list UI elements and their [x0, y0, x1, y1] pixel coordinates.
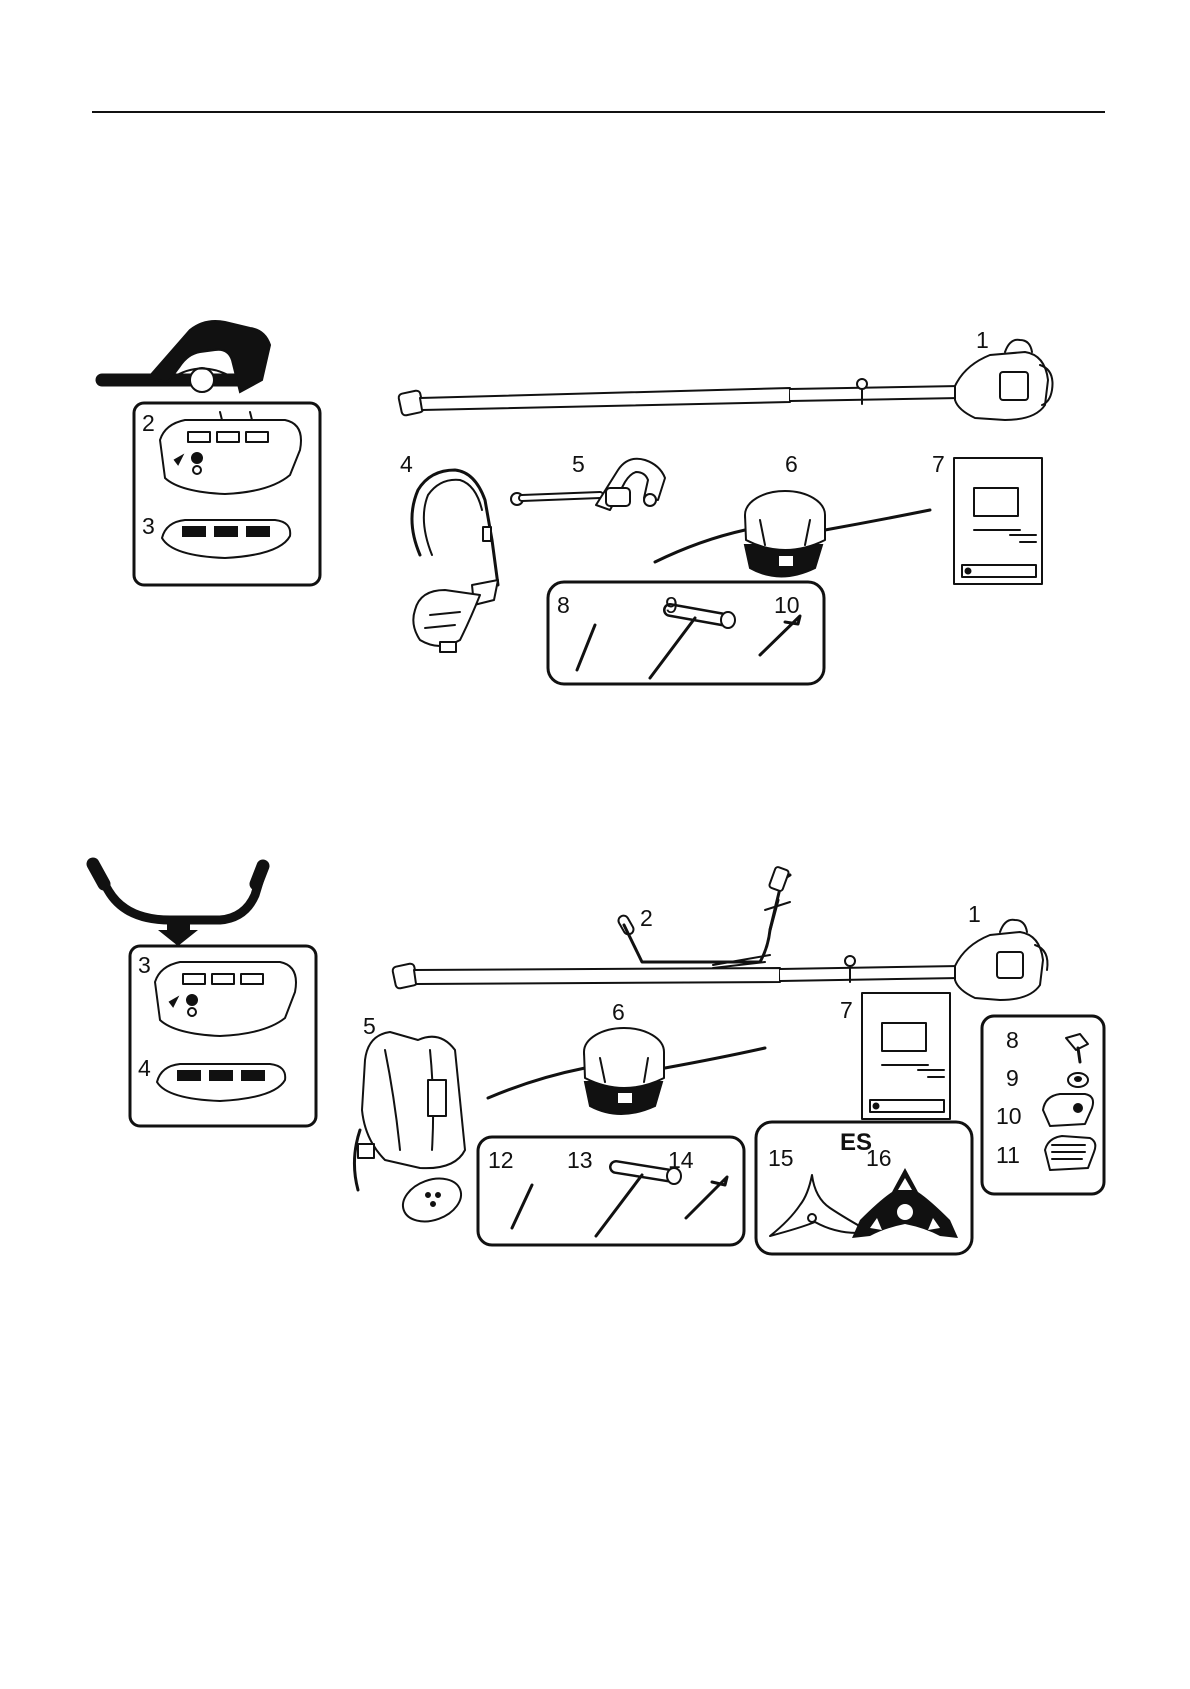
manual-booklet-icon-b — [862, 993, 950, 1119]
callout-a-8: 8 — [557, 592, 570, 618]
callout-a-1: 1 — [976, 327, 989, 353]
callout-b-11: 11 — [996, 1142, 1020, 1168]
callout-a-7: 7 — [932, 451, 945, 477]
callout-b-10: 10 — [996, 1103, 1022, 1129]
holder-icon — [1043, 1094, 1093, 1126]
trimmer-shaft-icon — [398, 340, 1053, 420]
grass-guard-icon — [160, 412, 301, 494]
guard-extension-icon-b — [157, 1064, 285, 1101]
socket-wrench-icon-b — [596, 1167, 681, 1236]
callout-a-2: 2 — [142, 410, 155, 436]
callout-b-15: 15 — [768, 1145, 794, 1171]
callout-b-1: 1 — [968, 901, 981, 927]
loop-handle-icon — [102, 321, 270, 392]
clamp-icon — [1045, 1136, 1095, 1170]
shoulder-strap-icon — [412, 470, 498, 652]
bike-handle-icon — [93, 864, 263, 946]
callout-b-3: 3 — [138, 952, 151, 978]
three-tooth-blade-icon — [770, 1175, 870, 1236]
figure-a: 2 3 1 4 — [102, 321, 1053, 684]
pin-tool-icon — [577, 625, 595, 670]
callout-b-8: 8 — [1006, 1027, 1019, 1053]
callout-b-4: 4 — [138, 1055, 151, 1081]
trimmer-shaft-icon-b — [392, 920, 1048, 1000]
hex-key-icon-b — [686, 1177, 727, 1218]
hex-key-icon — [760, 616, 800, 655]
figure-b: 3 4 2 1 — [93, 864, 1104, 1254]
callout-b-6: 6 — [612, 999, 625, 1025]
loop-handle-part-icon — [511, 459, 665, 510]
callout-a-3: 3 — [142, 513, 155, 539]
callout-b-12: 12 — [488, 1147, 514, 1173]
tools-kit-box-b — [478, 1137, 744, 1245]
callout-a-10: 10 — [774, 592, 800, 618]
washer-icon — [1068, 1073, 1088, 1087]
grass-guard-icon-b — [155, 962, 296, 1036]
knob-bolt-icon — [1066, 1034, 1088, 1062]
callout-b-13: 13 — [567, 1147, 593, 1173]
callout-b-7: 7 — [840, 997, 853, 1023]
trimmer-head-icon-b — [488, 1028, 765, 1114]
callout-a-9: 9 — [665, 592, 678, 618]
manual-booklet-icon — [954, 458, 1042, 584]
callout-a-6: 6 — [785, 451, 798, 477]
brush-blade-icon — [852, 1168, 958, 1238]
trimmer-head-icon — [655, 491, 930, 577]
callout-a-4: 4 — [400, 451, 413, 477]
pin-tool-icon-b — [512, 1185, 532, 1228]
callout-a-5: 5 — [572, 451, 585, 477]
callout-b-9: 9 — [1006, 1065, 1019, 1091]
callout-b-5: 5 — [363, 1013, 376, 1039]
callout-b-14: 14 — [668, 1147, 694, 1173]
harness-icon — [354, 1032, 467, 1229]
callout-b-16: 16 — [866, 1145, 892, 1171]
guard-extension-icon — [162, 520, 290, 558]
callout-b-2: 2 — [640, 905, 653, 931]
socket-wrench-icon — [650, 610, 735, 678]
